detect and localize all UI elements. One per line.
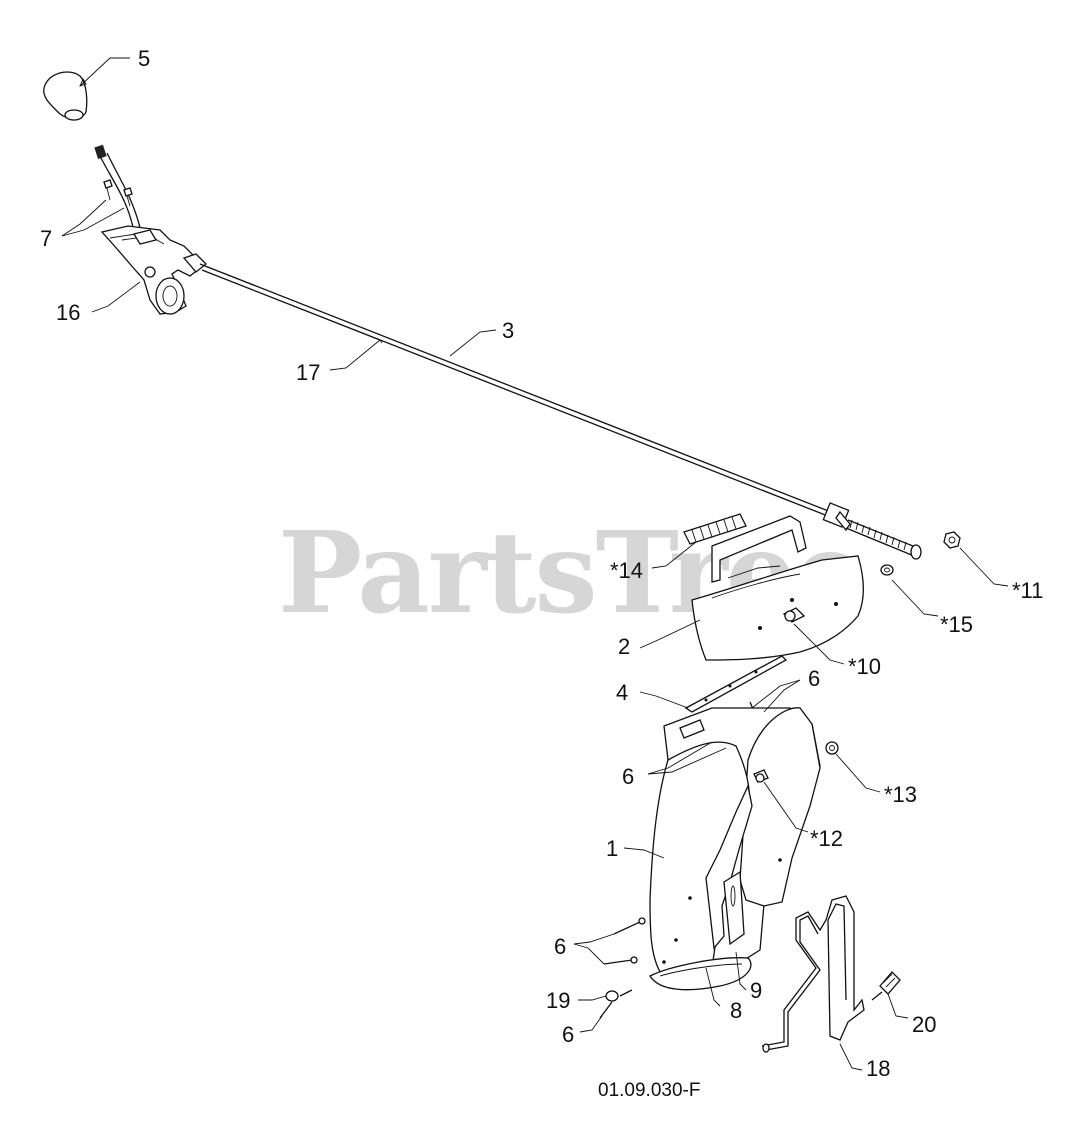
callout-14: *14 xyxy=(610,558,643,583)
callout-6-bottom: 6 xyxy=(562,1022,574,1047)
part-chute xyxy=(649,707,821,991)
drawing-code: 01.09.030-F xyxy=(598,1080,700,1101)
callout-6-top: 6 xyxy=(808,666,820,691)
part-spring xyxy=(683,513,747,545)
callout-11: *11 xyxy=(1012,578,1043,603)
callout-18: 18 xyxy=(866,1056,890,1081)
callout-4: 4 xyxy=(616,680,628,705)
part-cable-rod xyxy=(199,263,922,560)
callout-12: *12 xyxy=(810,826,843,851)
callout-2: 2 xyxy=(618,634,630,659)
callout-6-lower: 6 xyxy=(554,934,566,959)
part-handle-rod xyxy=(761,895,865,1053)
callout-10: *10 xyxy=(848,654,881,679)
callout-13: *13 xyxy=(884,782,917,807)
part-nut xyxy=(943,531,961,549)
callout-8: 8 xyxy=(730,998,742,1023)
callout-1: 1 xyxy=(606,836,618,861)
part-washer-13 xyxy=(825,741,839,755)
callout-labels: 5 7 16 17 3 *14 *11 *15 2 *10 4 6 6 *13 … xyxy=(40,46,1043,1081)
threaded-rod xyxy=(845,519,922,560)
callout-5: 5 xyxy=(138,46,150,71)
part-deflector xyxy=(691,515,864,661)
part-grip xyxy=(871,971,901,1001)
callout-15: *15 xyxy=(940,612,973,637)
callout-16: 16 xyxy=(56,300,80,325)
part-washer xyxy=(880,564,894,576)
part-control-lever xyxy=(94,144,207,315)
callout-6-mid: 6 xyxy=(622,764,634,789)
callout-20: 20 xyxy=(912,1012,936,1037)
leader-lines xyxy=(61,57,1009,1071)
callout-9: 9 xyxy=(750,978,762,1003)
callout-7: 7 xyxy=(40,226,52,251)
part-knob xyxy=(43,71,88,121)
callout-17: 17 xyxy=(296,360,320,385)
callout-3: 3 xyxy=(502,318,514,343)
part-screws-lower xyxy=(599,917,646,1019)
part-strip xyxy=(684,655,788,713)
callout-19: 19 xyxy=(546,988,570,1013)
